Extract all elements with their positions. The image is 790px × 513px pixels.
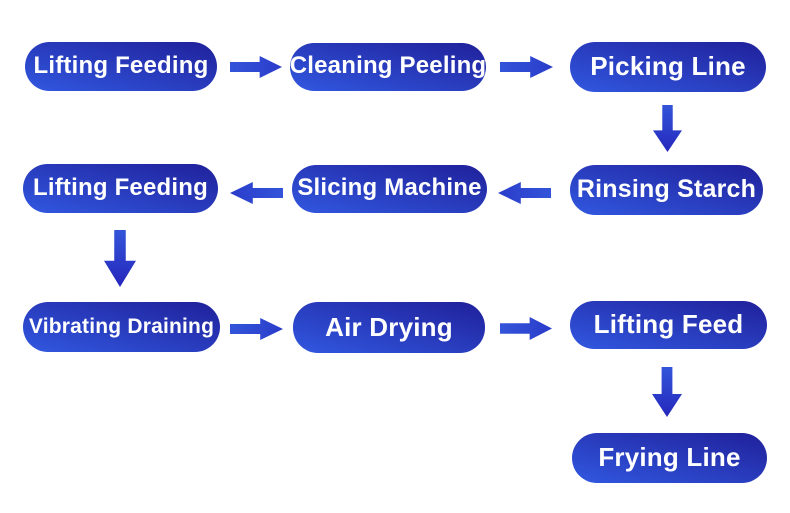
arrow-down-icon — [653, 105, 682, 152]
node-label: Cleaning Peeling — [289, 52, 487, 79]
arrow-left-icon — [230, 182, 283, 204]
node-picking-line: Picking Line — [570, 42, 766, 92]
arrow-down-icon — [104, 230, 136, 287]
node-air-drying: Air Drying — [293, 302, 485, 353]
node-lifting-feeding-1: Lifting Feeding — [25, 42, 217, 91]
arrow-left-icon — [498, 182, 551, 204]
node-cleaning-peeling: Cleaning Peeling — [290, 43, 486, 91]
node-label: Air Drying — [325, 311, 453, 342]
node-lifting-feeding-2: Lifting Feeding — [23, 164, 218, 213]
node-label: Vibrating Draining — [28, 314, 215, 338]
node-label: Picking Line — [590, 51, 746, 81]
node-label: Lifting Feeding — [33, 51, 209, 79]
arrow-right-icon — [230, 56, 282, 78]
node-slicing-machine: Slicing Machine — [292, 165, 487, 213]
node-frying-line: Frying Line — [572, 433, 767, 483]
node-label: Lifting Feed — [593, 309, 744, 339]
node-vibrating-draining: Vibrating Draining — [23, 302, 220, 352]
node-label: Frying Line — [598, 442, 741, 472]
arrow-right-icon — [230, 318, 283, 340]
arrow-right-icon — [500, 56, 553, 78]
node-label: Slicing Machine — [297, 174, 482, 201]
node-label: Lifting Feeding — [33, 173, 208, 201]
arrow-down-icon — [652, 367, 682, 417]
node-rinsing-starch: Rinsing Starch — [570, 165, 763, 215]
node-lifting-feed: Lifting Feed — [570, 301, 767, 349]
arrow-right-icon — [500, 317, 552, 340]
node-label: Rinsing Starch — [576, 174, 757, 203]
